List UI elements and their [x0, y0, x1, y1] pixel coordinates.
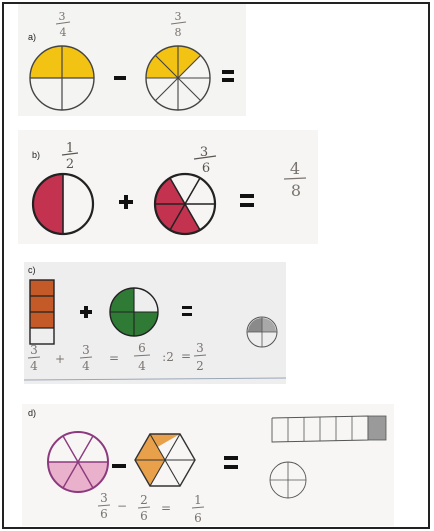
- b-equals-top: [240, 194, 254, 198]
- d-work-f1-num: 3: [100, 491, 108, 505]
- c-ruled-line: [24, 377, 286, 381]
- c-work-eq2: =: [181, 349, 191, 363]
- d-equals-bottom: [224, 465, 238, 469]
- c-work-f1-num: 3: [30, 343, 38, 357]
- b-frac1-denominator: 2: [66, 157, 74, 172]
- a-frac2-numerator: 3: [175, 10, 182, 23]
- exercise-d-panel: d): [22, 404, 394, 526]
- c-work-f3-num: 6: [138, 341, 146, 355]
- b-frac2-bar: [193, 155, 217, 160]
- worksheet-frame: [2, 2, 430, 529]
- c-work-f2-num: 3: [82, 343, 90, 357]
- a-equals-bottom: [222, 78, 234, 82]
- d-work-f3-num: 1: [194, 493, 202, 507]
- exercise-d-figure: d): [28, 408, 387, 525]
- exercise-b-figure: b) 1 2 3 6 4 8: [31, 141, 307, 236]
- d-minus-sign: [112, 464, 126, 468]
- b-frac2-denominator: 6: [202, 161, 210, 176]
- c-equals-top: [182, 306, 192, 309]
- c-work-f3-den: 4: [138, 359, 146, 373]
- b-plus-v: [124, 195, 128, 209]
- b-answer-denominator: 8: [291, 181, 301, 200]
- c-plus-v: [84, 306, 88, 318]
- c-work-div: :2: [162, 350, 174, 364]
- b-circle-halves: [31, 172, 95, 236]
- d-answer-strip-sketch: [271, 415, 387, 443]
- exercise-a-label: a): [28, 32, 36, 42]
- d-answer-circle-sketch: [269, 461, 307, 499]
- c-work-f4-num: 3: [196, 341, 204, 355]
- d-work-minus: −: [117, 499, 127, 513]
- d-circle-sixths: [47, 431, 109, 493]
- d-work-f1-den: 6: [100, 507, 108, 521]
- exercise-c-figure: c): [24, 265, 286, 381]
- a-frac1-numerator: 3: [59, 10, 66, 23]
- d-work-eq: =: [161, 501, 171, 515]
- c-answer-sketch: [246, 316, 278, 348]
- b-frac1-bar: [61, 152, 79, 156]
- d-work-f3-den: 6: [194, 511, 202, 525]
- b-answer-numerator: 4: [290, 159, 300, 178]
- exercise-b-panel: b) 1 2 3 6 4 8: [18, 130, 318, 244]
- exercise-c-panel: c): [24, 262, 286, 384]
- b-frac2-numerator: 3: [200, 145, 208, 160]
- b-circle-sixths: [153, 172, 217, 236]
- c-handwritten-work: 3 4 + 3 4 = 6 4 :2 = 3 2: [27, 341, 207, 373]
- d-hexagon-sixths: [134, 433, 196, 487]
- d-equals-top: [224, 456, 238, 460]
- c-work-f4-den: 2: [196, 359, 204, 373]
- a-frac1-denominator: 4: [60, 26, 67, 39]
- exercise-d-label: d): [28, 408, 36, 418]
- c-circle-quarters: [109, 287, 159, 337]
- c-work-f2-den: 4: [82, 359, 90, 373]
- a-minus-sign: [114, 76, 126, 80]
- exercise-a-panel: a) 3 4 3 8: [18, 4, 246, 116]
- d-work-f2-num: 2: [140, 493, 148, 507]
- a-circle-eighths: [145, 45, 211, 111]
- c-equals-bottom: [182, 313, 192, 316]
- b-frac1-numerator: 1: [66, 141, 74, 156]
- a-circle-quarters: [29, 45, 95, 111]
- c-bar-quarters: [29, 279, 55, 345]
- exercise-c-label: c): [28, 265, 36, 275]
- exercise-a-figure: a) 3 4 3 8: [28, 10, 234, 111]
- a-equals-top: [222, 70, 234, 74]
- a-frac2-denominator: 8: [175, 26, 182, 39]
- a-frac2-bar: [170, 21, 187, 25]
- b-answer-bar: [283, 177, 307, 180]
- c-work-plus: +: [55, 352, 65, 366]
- d-work-f2-den: 6: [140, 509, 148, 523]
- a-frac1-bar: [55, 21, 71, 25]
- c-work-f1-den: 4: [30, 359, 38, 373]
- b-equals-bottom: [240, 203, 254, 207]
- d-handwritten-work: 3 6 − 2 6 = 1 6: [97, 491, 205, 525]
- exercise-b-label: b): [32, 150, 40, 160]
- c-work-eq: =: [109, 351, 119, 365]
